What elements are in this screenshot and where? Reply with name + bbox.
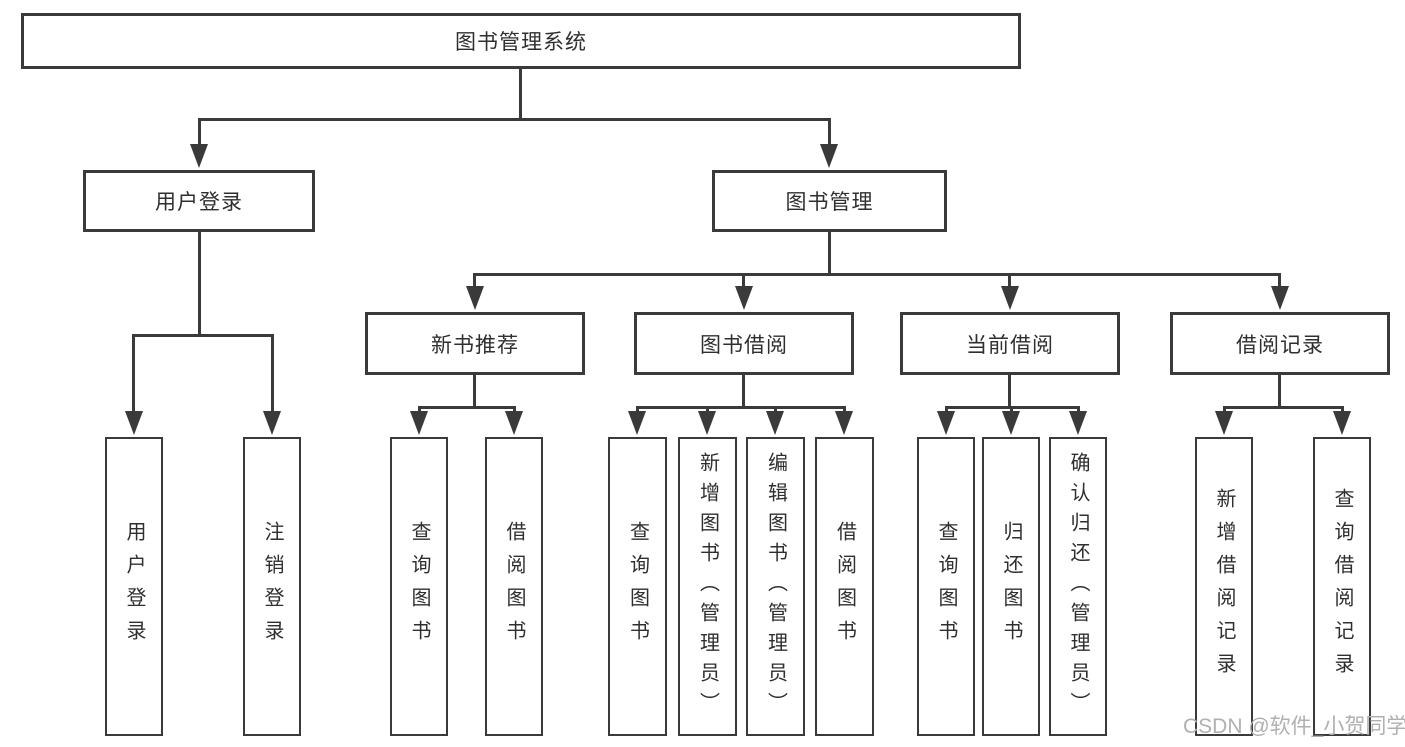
connector-hline [418,406,515,409]
arrowhead-down-icon [820,144,838,168]
connector-vline [1008,273,1011,289]
connector-vline [1278,273,1281,289]
arrowhead-down-icon [1271,286,1289,310]
connector-vline [706,406,709,414]
node-query-books-borrow: 查询图书 [608,437,667,736]
watermark: CSDN @软件_小贺同学 [1183,715,1405,738]
connector-hline [473,273,1281,276]
arrowhead-down-icon [1001,286,1019,310]
connector-vline [1278,375,1281,408]
node-edit-book-admin: 编辑图书（管理员） [746,437,805,736]
arrowhead-down-icon [766,411,784,435]
arrowhead-down-icon [698,411,716,435]
node-book-management: 图书管理 [712,170,947,232]
node-return-book: 归还图书 [982,437,1040,736]
connector-vline [132,334,135,411]
node-logout: 注销登录 [243,437,301,736]
node-borrow-records: 借阅记录 [1170,312,1390,375]
arrowhead-down-icon [735,286,753,310]
connector-vline [519,67,522,121]
connector-vline [473,273,476,289]
connector-hline [636,406,845,409]
node-query-books-current: 查询图书 [917,437,975,736]
connector-hline [1223,406,1343,409]
node-add-book-admin: 新增图书（管理员） [678,437,737,736]
node-query-borrow-record: 查询借阅记录 [1313,437,1371,736]
connector-vline [828,118,831,146]
connector-vline [945,406,948,414]
connector-hline [198,118,831,121]
connector-vline [1077,406,1080,414]
connector-vline [1223,406,1226,414]
arrowhead-down-icon [125,411,143,435]
connector-vline [774,406,777,414]
connector-vline [636,406,639,414]
arrowhead-down-icon [835,411,853,435]
arrowhead-down-icon [466,286,484,310]
connector-vline [418,406,421,414]
node-user-login-leaf: 用户登录 [105,437,163,736]
connector-vline [198,232,201,336]
arrowhead-down-icon [1002,411,1020,435]
arrowhead-down-icon [190,144,208,168]
connector-vline [843,406,846,414]
connector-vline [1010,406,1013,414]
connector-vline [828,232,831,275]
arrowhead-down-icon [628,411,646,435]
connector-vline [1341,406,1344,414]
arrowhead-down-icon [1069,411,1087,435]
node-book-borrow: 图书借阅 [634,312,854,375]
arrowhead-down-icon [410,411,428,435]
connector-vline [1008,375,1011,408]
node-root: 图书管理系统 [21,13,1021,69]
node-user-login: 用户登录 [83,170,315,232]
node-borrow-books: 借阅图书 [815,437,874,736]
connector-vline [513,406,516,414]
connector-vline [742,375,745,408]
connector-vline [271,334,274,411]
arrowhead-down-icon [1333,411,1351,435]
arrowhead-down-icon [1215,411,1233,435]
connector-vline [198,118,201,146]
node-add-borrow-record: 新增借阅记录 [1195,437,1253,736]
node-new-book-recommend: 新书推荐 [365,312,585,375]
node-current-borrow: 当前借阅 [900,312,1120,375]
connector-hline [132,334,273,337]
arrowhead-down-icon [937,411,955,435]
arrowhead-down-icon [263,411,281,435]
connector-vline [473,375,476,408]
node-query-books-recommend: 查询图书 [390,437,448,736]
node-borrow-books-recommend: 借阅图书 [485,437,543,736]
node-confirm-return-admin: 确认归还（管理员） [1049,437,1107,736]
arrowhead-down-icon [505,411,523,435]
connector-vline [742,273,745,289]
